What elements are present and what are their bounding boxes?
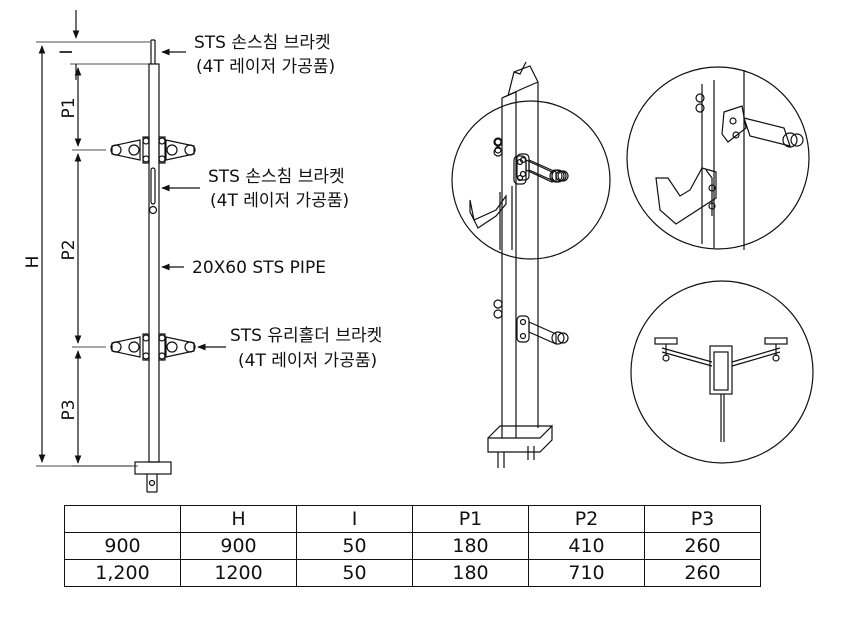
table-cell: 180 [412, 532, 529, 560]
table-cell: 710 [528, 559, 645, 587]
dim-label-p3: P3 [59, 399, 79, 420]
table-cell: 900 [180, 532, 297, 560]
dimension-h-line [36, 41, 150, 467]
table-header-cell: P3 [644, 505, 761, 533]
table-cell: 180 [412, 559, 529, 587]
dimension-p-lines [72, 67, 132, 467]
table-cell: 1,200 [64, 559, 181, 587]
label-top-bracket-1: STS 손스침 브라켓 [194, 33, 331, 53]
label-mid-bracket-2: (4T 레이저 가공품) [210, 191, 349, 211]
dim-label-p2: P2 [59, 239, 79, 260]
dim-label-i: I [57, 49, 77, 54]
leader-arrows [161, 48, 226, 351]
pipe-elevation [134, 39, 172, 493]
dim-label-h: H [23, 256, 43, 269]
table-header-cell: I [296, 505, 413, 533]
detail-circle-bracket [451, 100, 611, 260]
table-header-cell [64, 505, 181, 533]
label-glass-holder-2: (4T 레이저 가공품) [238, 351, 377, 371]
label-mid-bracket-1: STS 손스침 브라켓 [208, 167, 345, 187]
table-header-cell: P2 [528, 505, 645, 533]
table-cell: 260 [644, 532, 761, 560]
table-cell: 1200 [180, 559, 297, 587]
table-header-cell: H [180, 505, 297, 533]
upper-bracket-elevation [110, 136, 196, 164]
label-glass-holder-1: STS 유리홀더 브라켓 [230, 326, 382, 346]
dim-label-p1: P1 [59, 97, 79, 118]
table-cell: 900 [64, 532, 181, 560]
isometric-post [487, 61, 569, 468]
table-header-cell: P1 [412, 505, 529, 533]
detail-circle-hook [626, 66, 810, 250]
table-header-row: H I P1 P2 P3 [64, 505, 761, 533]
table-cell: 50 [296, 559, 413, 587]
table-cell: 50 [296, 532, 413, 560]
label-pipe: 20X60 STS PIPE [192, 258, 326, 278]
lower-bracket-elevation [110, 333, 196, 361]
label-top-bracket-2: (4T 레이저 가공품) [196, 57, 335, 77]
detail-circle-plan [630, 280, 814, 464]
table-cell: 260 [644, 559, 761, 587]
dimension-table: H I P1 P2 P3 900 900 50 180 410 260 1,20… [64, 505, 761, 587]
table-row: 1,200 1200 50 180 710 260 [64, 559, 761, 587]
table-row: 900 900 50 180 410 260 [64, 532, 761, 560]
table-cell: 410 [528, 532, 645, 560]
dimension-i-line [70, 10, 150, 80]
